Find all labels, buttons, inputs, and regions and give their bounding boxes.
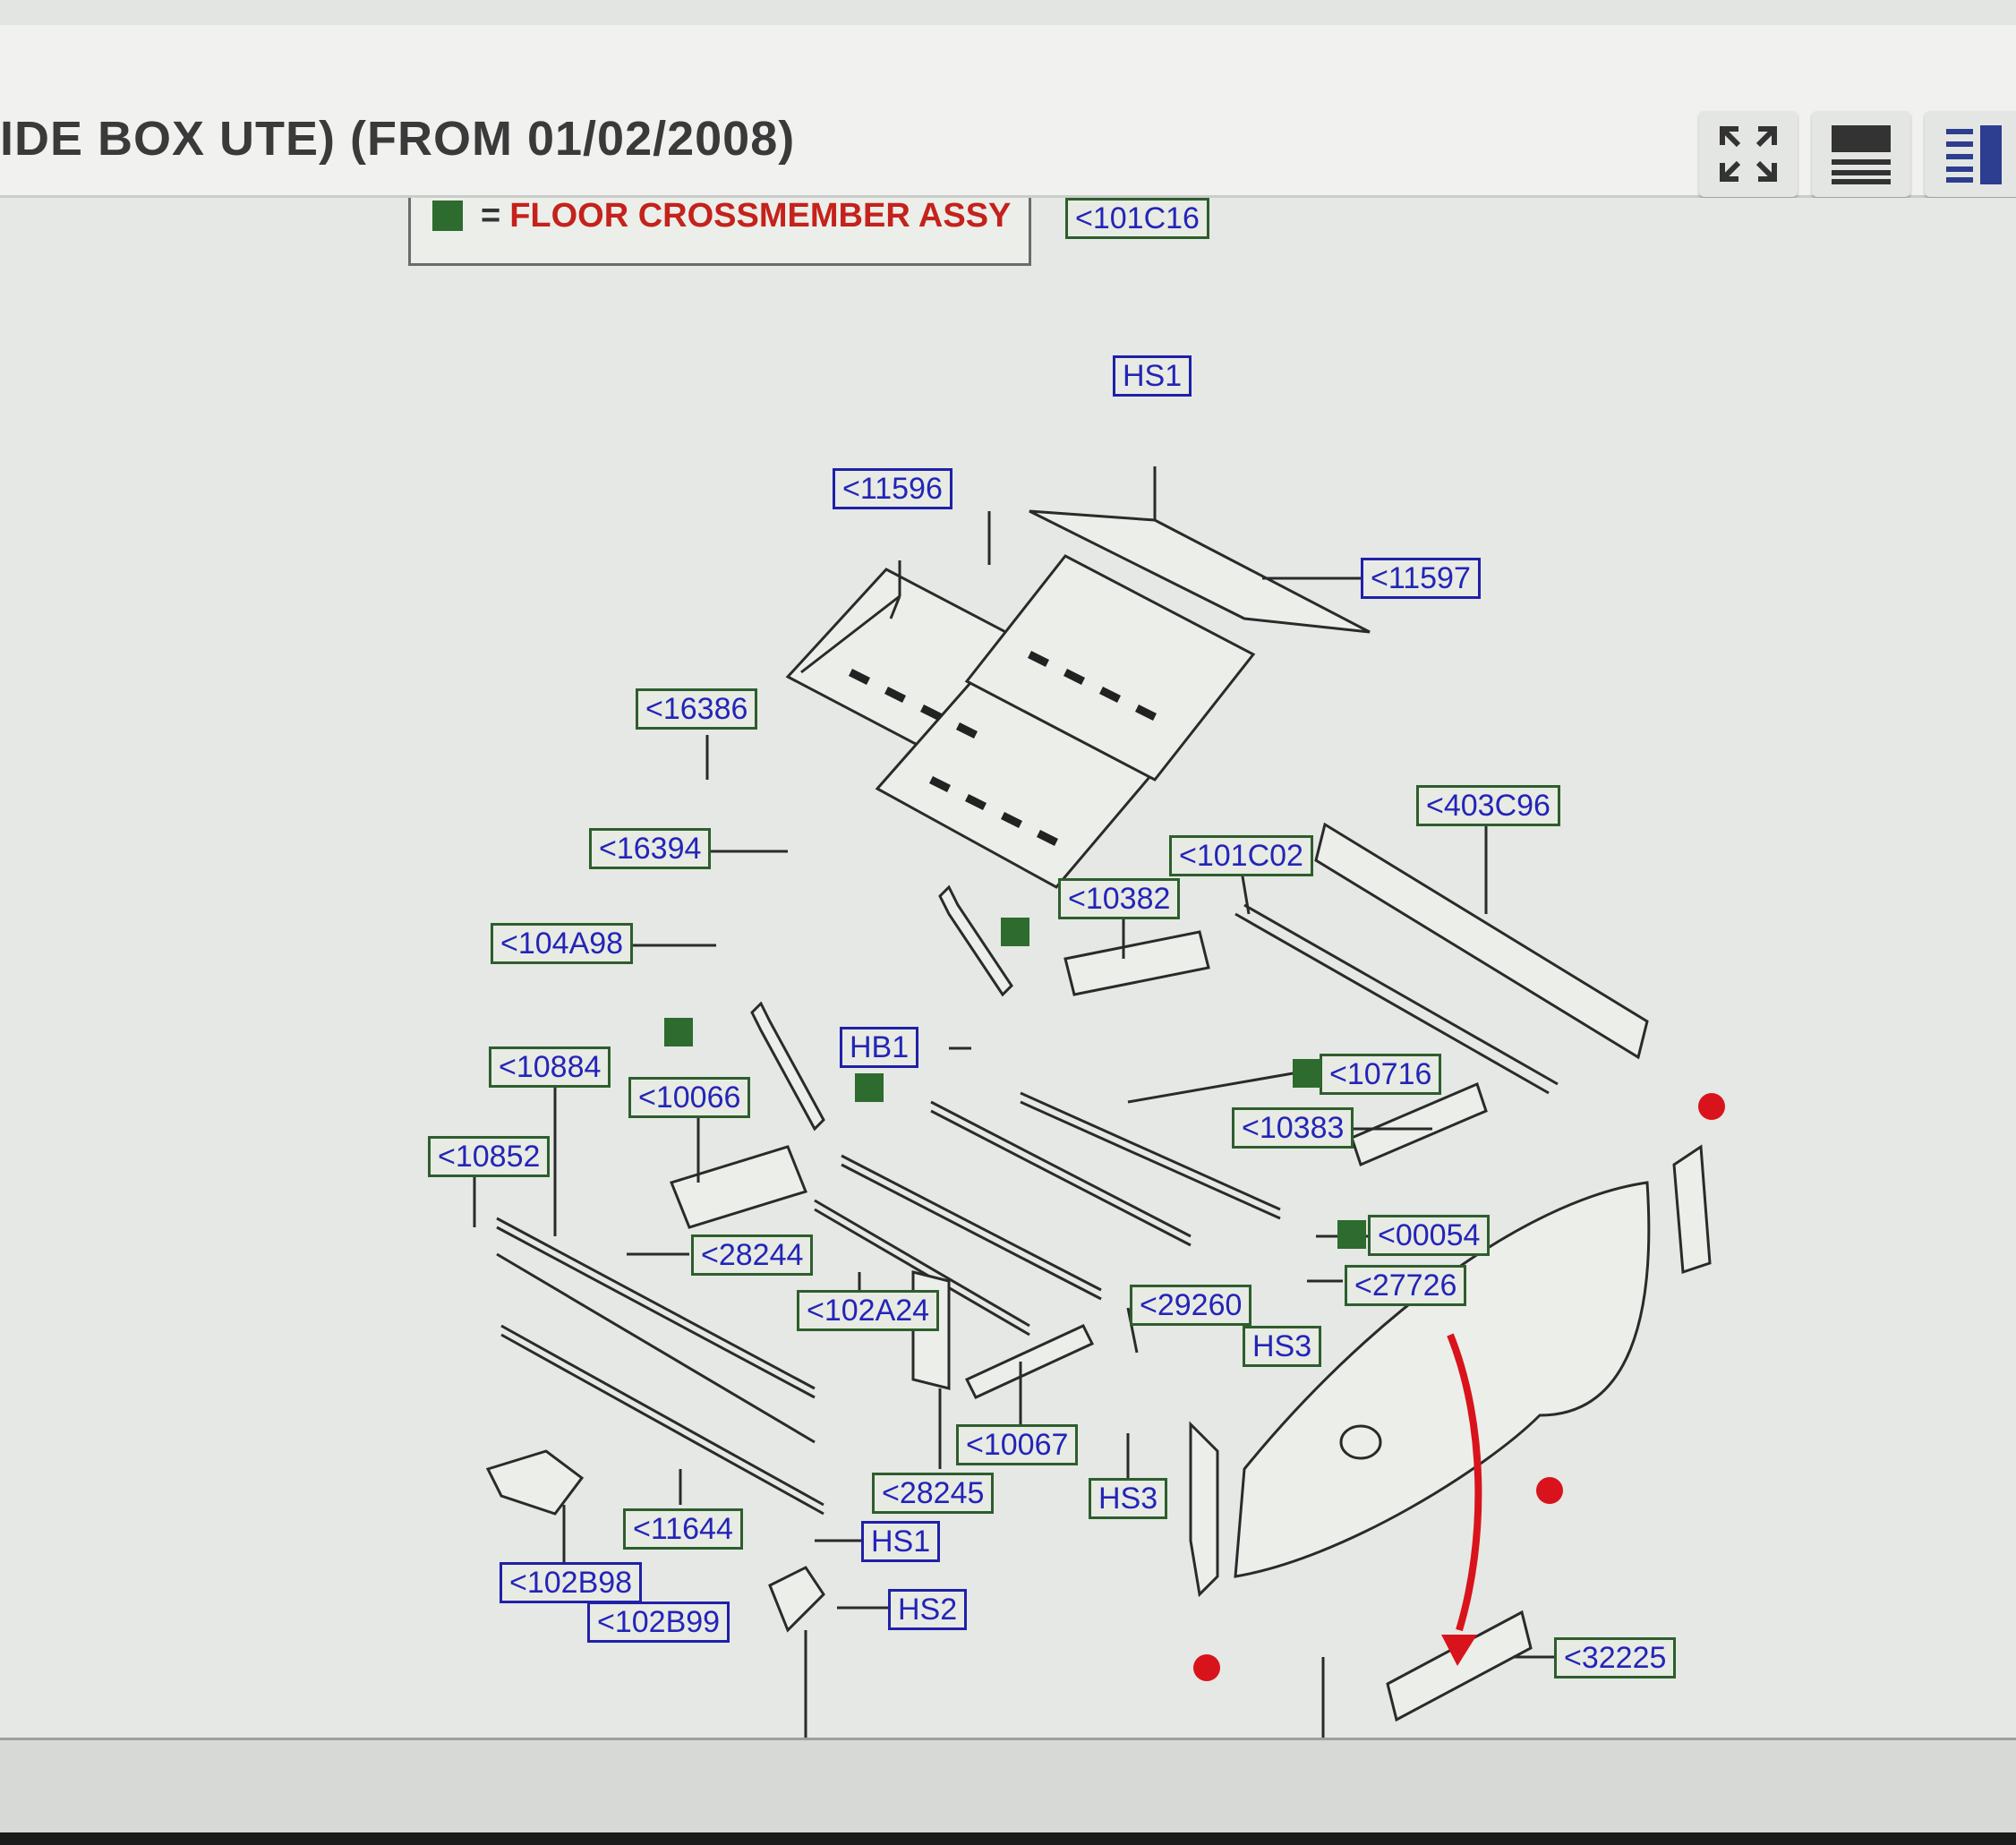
- split-view-icon: [1946, 125, 2002, 184]
- legend-label: FLOOR CROSSMEMBER ASSY: [509, 198, 1012, 235]
- part-callout[interactable]: <11644: [623, 1508, 743, 1550]
- part-callout[interactable]: <29260: [1130, 1285, 1252, 1326]
- part-callout[interactable]: <101C16: [1065, 198, 1209, 239]
- monitor-bezel: [0, 1832, 2016, 1845]
- crossmember-marker: [855, 1073, 884, 1102]
- crossmember-marker: [1293, 1059, 1321, 1088]
- legend-box: =FLOOR CROSSMEMBER ASSY: [408, 198, 1031, 266]
- part-callout[interactable]: <11596: [833, 468, 952, 509]
- part-callout[interactable]: <16386: [636, 688, 758, 730]
- part-callout[interactable]: <16394: [589, 828, 712, 869]
- exploded-parts-drawing: [473, 466, 1712, 1738]
- part-callout[interactable]: HS1: [1113, 355, 1192, 397]
- legend-equals: =: [481, 198, 501, 235]
- part-callout[interactable]: <10067: [956, 1424, 1079, 1465]
- part-callout[interactable]: <10852: [428, 1136, 551, 1177]
- red-marker-dot: [1193, 1654, 1220, 1681]
- split-view-button[interactable]: [1925, 111, 2016, 197]
- part-callout[interactable]: HS1: [861, 1521, 941, 1562]
- part-callout[interactable]: <10716: [1320, 1054, 1442, 1095]
- red-marker-dot: [1698, 1093, 1725, 1120]
- part-callout[interactable]: <102B98: [500, 1562, 643, 1603]
- part-callout[interactable]: <104A98: [491, 923, 634, 964]
- part-callout[interactable]: <10884: [489, 1046, 611, 1088]
- list-view-icon: [1832, 125, 1891, 184]
- red-marker-dot: [1536, 1477, 1563, 1504]
- part-callout[interactable]: <403C96: [1416, 785, 1560, 826]
- part-callout[interactable]: <28245: [872, 1473, 995, 1514]
- part-callout[interactable]: HS3: [1089, 1478, 1168, 1519]
- page-title: IDE BOX UTE) (FROM 01/02/2008): [0, 112, 796, 166]
- header-bar: IDE BOX UTE) (FROM 01/02/2008): [0, 25, 2016, 198]
- part-callout[interactable]: HS3: [1243, 1326, 1322, 1367]
- part-callout[interactable]: <10383: [1232, 1107, 1354, 1149]
- bottom-frame: [0, 1738, 2016, 1845]
- parts-diagram-canvas: =FLOOR CROSSMEMBER ASSY <101C16 HS1 <115…: [0, 198, 2016, 1738]
- part-callout[interactable]: <10066: [628, 1077, 751, 1118]
- crossmember-marker: [1001, 918, 1029, 946]
- expand-icon: [1720, 126, 1777, 182]
- part-callout[interactable]: <11597: [1361, 558, 1481, 599]
- crossmember-marker: [1337, 1220, 1366, 1249]
- part-callout[interactable]: <32225: [1554, 1637, 1677, 1678]
- expand-button[interactable]: [1699, 111, 1798, 197]
- part-callout[interactable]: HB1: [840, 1027, 919, 1068]
- part-callout[interactable]: <00054: [1368, 1215, 1491, 1256]
- part-callout[interactable]: HS2: [888, 1589, 968, 1630]
- part-callout[interactable]: <102A24: [797, 1290, 940, 1331]
- part-callout[interactable]: <27726: [1345, 1265, 1467, 1306]
- list-view-button[interactable]: [1812, 111, 1910, 197]
- crossmember-marker: [664, 1018, 693, 1046]
- part-callout[interactable]: <102B99: [587, 1602, 730, 1643]
- part-callout[interactable]: <10382: [1058, 878, 1181, 919]
- part-callout[interactable]: <28244: [691, 1234, 814, 1276]
- part-callout[interactable]: <101C02: [1169, 835, 1313, 876]
- legend-swatch: [432, 201, 463, 231]
